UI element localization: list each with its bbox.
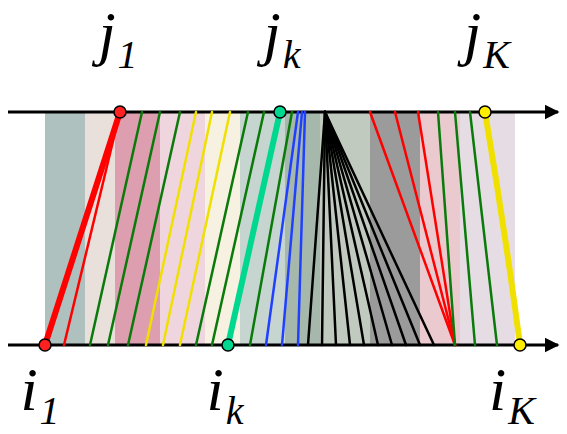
point-label: i1 — [20, 358, 59, 420]
point-label: ik — [207, 358, 244, 420]
book-photo — [45, 113, 515, 344]
point-label: j1 — [98, 2, 137, 64]
point-label: jK — [464, 2, 510, 64]
point-label: jk — [264, 2, 301, 64]
point-label: iK — [489, 358, 535, 420]
